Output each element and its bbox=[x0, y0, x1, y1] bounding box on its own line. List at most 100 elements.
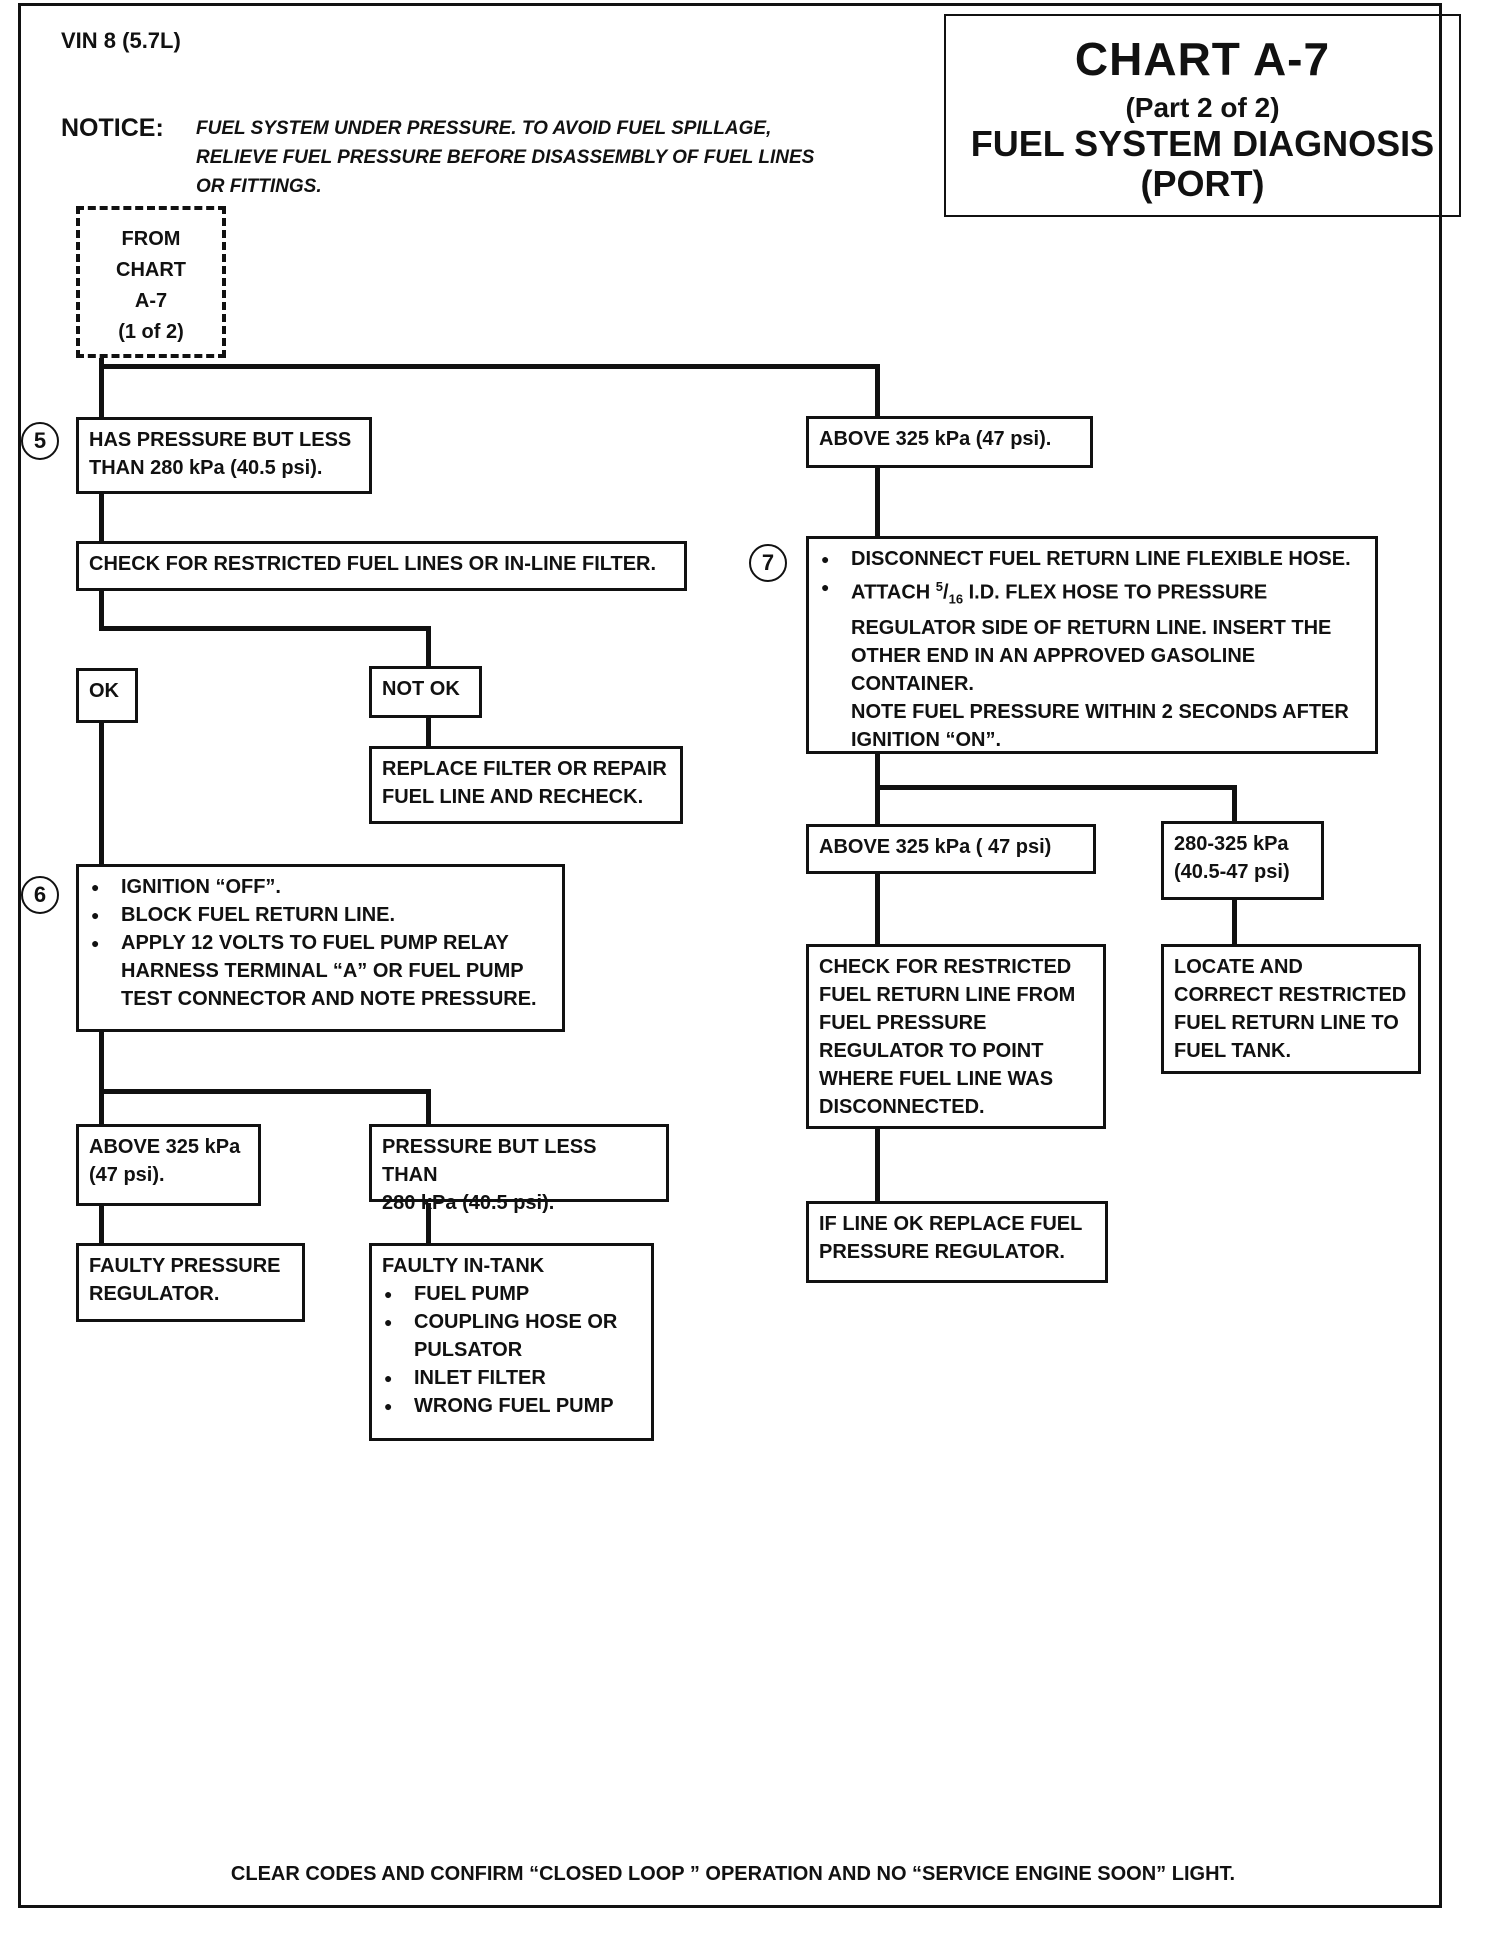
box-line: (40.5-47 psi) bbox=[1174, 861, 1290, 883]
chart-frame: VIN 8 (5.7L) NOTICE: FUEL SYSTEM UNDER P… bbox=[18, 3, 1461, 1908]
from-line: A-7 bbox=[134, 290, 168, 312]
if-line-ok-box: IF LINE OK REPLACE FUEL PRESSURE REGULAT… bbox=[806, 1201, 1108, 1283]
box-line: REGULATOR TO POINT bbox=[819, 1040, 1044, 1062]
from-line: FROM bbox=[121, 228, 181, 250]
connector bbox=[875, 751, 880, 831]
faulty-item: COUPLING HOSE OR bbox=[382, 1308, 641, 1336]
connector bbox=[99, 486, 104, 544]
box-line: REPLACE FILTER OR REPAIR bbox=[382, 758, 667, 780]
vin-label: VIN 8 (5.7L) bbox=[61, 28, 181, 53]
box-line: CHECK FOR RESTRICTED FUEL LINES OR IN-LI… bbox=[89, 553, 657, 575]
step-7-item: DISCONNECT FUEL RETURN LINE FLEXIBLE HOS… bbox=[819, 545, 1365, 573]
box-line: DISCONNECTED. bbox=[819, 1096, 985, 1118]
connector bbox=[426, 626, 431, 666]
box-line: CHECK FOR RESTRICTED bbox=[819, 956, 1072, 978]
connector bbox=[99, 1201, 104, 1246]
step-7-text: I.D. FLEX HOSE TO PRESSURE bbox=[963, 581, 1268, 604]
chart-title: CHART A-7 bbox=[1074, 33, 1331, 85]
faulty-in-tank-list: FUEL PUMP COUPLING HOSE OR PULSATOR INLE… bbox=[382, 1280, 641, 1420]
range-box: 280-325 kPa (40.5-47 psi) bbox=[1161, 821, 1324, 900]
connector bbox=[99, 1089, 431, 1094]
connector bbox=[1232, 896, 1237, 946]
step-6-item: IGNITION “OFF”. bbox=[89, 873, 552, 901]
box-line: CORRECT RESTRICTED bbox=[1174, 984, 1407, 1006]
box-line: ABOVE 325 kPa (47 psi). bbox=[819, 428, 1052, 450]
connector bbox=[875, 466, 880, 538]
box-line: THAN 280 kPa (40.5 psi). bbox=[89, 457, 323, 479]
box-line: FUEL TANK. bbox=[1174, 1040, 1292, 1062]
connector bbox=[99, 626, 431, 631]
faulty-in-tank-box: FAULTY IN-TANK FUEL PUMP COUPLING HOSE O… bbox=[369, 1243, 654, 1441]
chart-part: (Part 2 of 2) bbox=[1125, 92, 1280, 123]
box-line: 280 kPa (40.5 psi). bbox=[382, 1192, 555, 1214]
connector bbox=[426, 716, 431, 751]
from-chart-box: FROM CHART A-7 (1 of 2) bbox=[76, 206, 226, 358]
step-7-box: DISCONNECT FUEL RETURN LINE FLEXIBLE HOS… bbox=[806, 536, 1378, 754]
faulty-item: PULSATOR bbox=[414, 1339, 523, 1361]
faulty-item: FUEL PUMP bbox=[382, 1280, 641, 1308]
above-325-top-box: ABOVE 325 kPa (47 psi). bbox=[806, 416, 1093, 468]
box-line: WHERE FUEL LINE WAS bbox=[819, 1068, 1054, 1090]
fraction-denominator: 16 bbox=[948, 591, 964, 607]
box-line: FUEL RETURN LINE TO bbox=[1174, 1012, 1399, 1034]
box-line: FUEL PRESSURE bbox=[819, 1012, 987, 1034]
step-7-item: IGNITION “ON”. bbox=[851, 728, 1001, 751]
faulty-regulator-box: FAULTY PRESSURE REGULATOR. bbox=[76, 1243, 305, 1322]
connector bbox=[875, 1128, 880, 1203]
connector bbox=[99, 581, 104, 627]
box-line: FAULTY PRESSURE bbox=[89, 1255, 281, 1277]
footer-note: CLEAR CODES AND CONFIRM “CLOSED LOOP ” O… bbox=[230, 1863, 1236, 1885]
faulty-in-tank-title: FAULTY IN-TANK bbox=[382, 1255, 545, 1277]
step-7-item: REGULATOR SIDE OF RETURN LINE. INSERT TH… bbox=[851, 616, 1332, 639]
ok-label: OK bbox=[89, 680, 119, 702]
box-line: FUEL RETURN LINE FROM bbox=[819, 984, 1076, 1006]
step-6-item: APPLY 12 VOLTS TO FUEL PUMP RELAY bbox=[89, 929, 552, 957]
above-325-left-box: ABOVE 325 kPa (47 psi). bbox=[76, 1124, 261, 1206]
connector bbox=[875, 868, 880, 948]
step-7-item: ATTACH 5/16 I.D. FLEX HOSE TO PRESSURE bbox=[819, 573, 1365, 614]
faulty-item: INLET FILTER bbox=[382, 1364, 641, 1392]
check-return-box: CHECK FOR RESTRICTED FUEL RETURN LINE FR… bbox=[806, 944, 1106, 1129]
notice-text: FUEL SYSTEM UNDER PRESSURE. TO AVOID FUE… bbox=[196, 114, 836, 201]
step-7-item: NOTE FUEL PRESSURE WITHIN 2 SECONDS AFTE… bbox=[851, 700, 1349, 723]
box-line: FUEL LINE AND RECHECK. bbox=[382, 786, 644, 808]
from-line: CHART bbox=[116, 259, 186, 281]
step-7-marker: 7 bbox=[749, 544, 787, 582]
notice-line-2: RELIEVE FUEL PRESSURE BEFORE DISASSEMBLY… bbox=[196, 147, 815, 168]
above-325-mid-box: ABOVE 325 kPa ( 47 psi) bbox=[806, 824, 1096, 874]
faulty-item: WRONG FUEL PUMP bbox=[382, 1392, 641, 1420]
step-7-text: ATTACH bbox=[851, 581, 936, 604]
connector bbox=[99, 356, 104, 420]
step-7-item: CONTAINER. bbox=[851, 672, 974, 695]
connector bbox=[426, 1203, 431, 1248]
step-6-item: HARNESS TERMINAL “A” OR FUEL PUMP bbox=[121, 960, 524, 982]
check-restricted-box: CHECK FOR RESTRICTED FUEL LINES OR IN-LI… bbox=[76, 541, 687, 591]
box-line: PRESSURE BUT LESS THAN bbox=[382, 1136, 597, 1186]
box-line: REGULATOR. bbox=[89, 1283, 220, 1305]
box-line: PRESSURE REGULATOR. bbox=[819, 1241, 1065, 1263]
box-line: HAS PRESSURE BUT LESS bbox=[89, 429, 352, 451]
notice-label: NOTICE: bbox=[61, 114, 164, 142]
step-6-list: IGNITION “OFF”. BLOCK FUEL RETURN LINE. … bbox=[89, 873, 552, 1013]
step-6-marker: 6 bbox=[21, 876, 59, 914]
step-6-box: IGNITION “OFF”. BLOCK FUEL RETURN LINE. … bbox=[76, 864, 565, 1032]
box-line: LOCATE AND bbox=[1174, 956, 1303, 978]
box-line: (47 psi). bbox=[89, 1164, 165, 1186]
connector bbox=[426, 1089, 431, 1129]
fraction-numerator: 5 bbox=[935, 579, 944, 594]
from-line: (1 of 2) bbox=[118, 321, 184, 343]
title-box: CHART A-7 (Part 2 of 2) FUEL SYSTEM DIAG… bbox=[944, 14, 1461, 217]
connector bbox=[99, 716, 104, 866]
connector bbox=[875, 785, 1237, 790]
connector bbox=[1232, 785, 1237, 825]
connector bbox=[875, 364, 880, 418]
notice-line-1: FUEL SYSTEM UNDER PRESSURE. TO AVOID FUE… bbox=[196, 118, 772, 139]
step-7-list: DISCONNECT FUEL RETURN LINE FLEXIBLE HOS… bbox=[819, 545, 1365, 754]
step-7-item: OTHER END IN AN APPROVED GASOLINE bbox=[851, 644, 1256, 667]
box-line: ABOVE 325 kPa ( 47 psi) bbox=[819, 836, 1052, 858]
ok-box: OK bbox=[76, 668, 138, 723]
step-5-marker: 5 bbox=[21, 422, 59, 460]
step-6-item: TEST CONNECTOR AND NOTE PRESSURE. bbox=[121, 988, 537, 1010]
not-ok-box: NOT OK bbox=[369, 666, 482, 718]
pressure-less-box: PRESSURE BUT LESS THAN 280 kPa (40.5 psi… bbox=[369, 1124, 669, 1214]
